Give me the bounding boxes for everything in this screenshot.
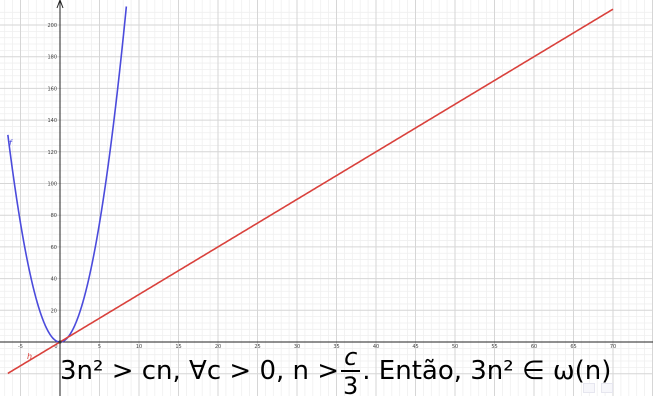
x-tick-label: 55 xyxy=(491,344,497,350)
origin-point xyxy=(58,340,62,344)
y-tick-label: 180 xyxy=(47,55,57,61)
x-tick-label: 20 xyxy=(215,344,221,350)
series-label-h: h xyxy=(27,352,32,361)
x-tick-label: 70 xyxy=(610,344,616,350)
x-tick-label: 45 xyxy=(412,344,418,350)
x-tick-label: 30 xyxy=(294,344,300,350)
caption-rhs: . Então, 3n² ∈ ω(n) xyxy=(362,356,612,386)
x-tick-label: 5 xyxy=(98,344,101,350)
slide-nav-back-button[interactable] xyxy=(583,383,595,393)
y-tick-label: 200 xyxy=(47,23,57,29)
x-tick-label: -5 xyxy=(18,344,23,350)
series-label-f: f xyxy=(9,138,13,147)
slide-nav-forward-button[interactable] xyxy=(601,383,613,393)
series-line-h xyxy=(7,8,614,375)
x-tick-label: 15 xyxy=(175,344,181,350)
y-tick-label: 140 xyxy=(47,118,57,124)
caption-fraction-denominator: 3 xyxy=(343,372,359,400)
x-tick-label: 35 xyxy=(333,344,339,350)
y-axis-arrow xyxy=(56,0,64,9)
x-tick-label: 65 xyxy=(570,344,576,350)
x-tick-label: 25 xyxy=(254,344,260,350)
y-tick-label: 40 xyxy=(51,277,57,283)
x-tick-label: 40 xyxy=(373,344,379,350)
y-tick-label: 80 xyxy=(51,213,57,219)
y-tick-label: 120 xyxy=(47,150,57,156)
caption-fraction-numerator: c xyxy=(341,345,361,372)
caption-lhs: 3n² > cn, ∀c > 0, n > xyxy=(60,356,340,386)
x-tick-label: 50 xyxy=(452,344,458,350)
y-tick-label: 100 xyxy=(47,182,57,188)
x-tick-label: 0 xyxy=(54,344,57,350)
y-tick-label: 160 xyxy=(47,86,57,92)
y-tick-label: 20 xyxy=(51,308,57,314)
y-tick-label: 60 xyxy=(51,245,57,251)
x-tick-label: 10 xyxy=(136,344,142,350)
x-tick-label: 60 xyxy=(531,344,537,350)
